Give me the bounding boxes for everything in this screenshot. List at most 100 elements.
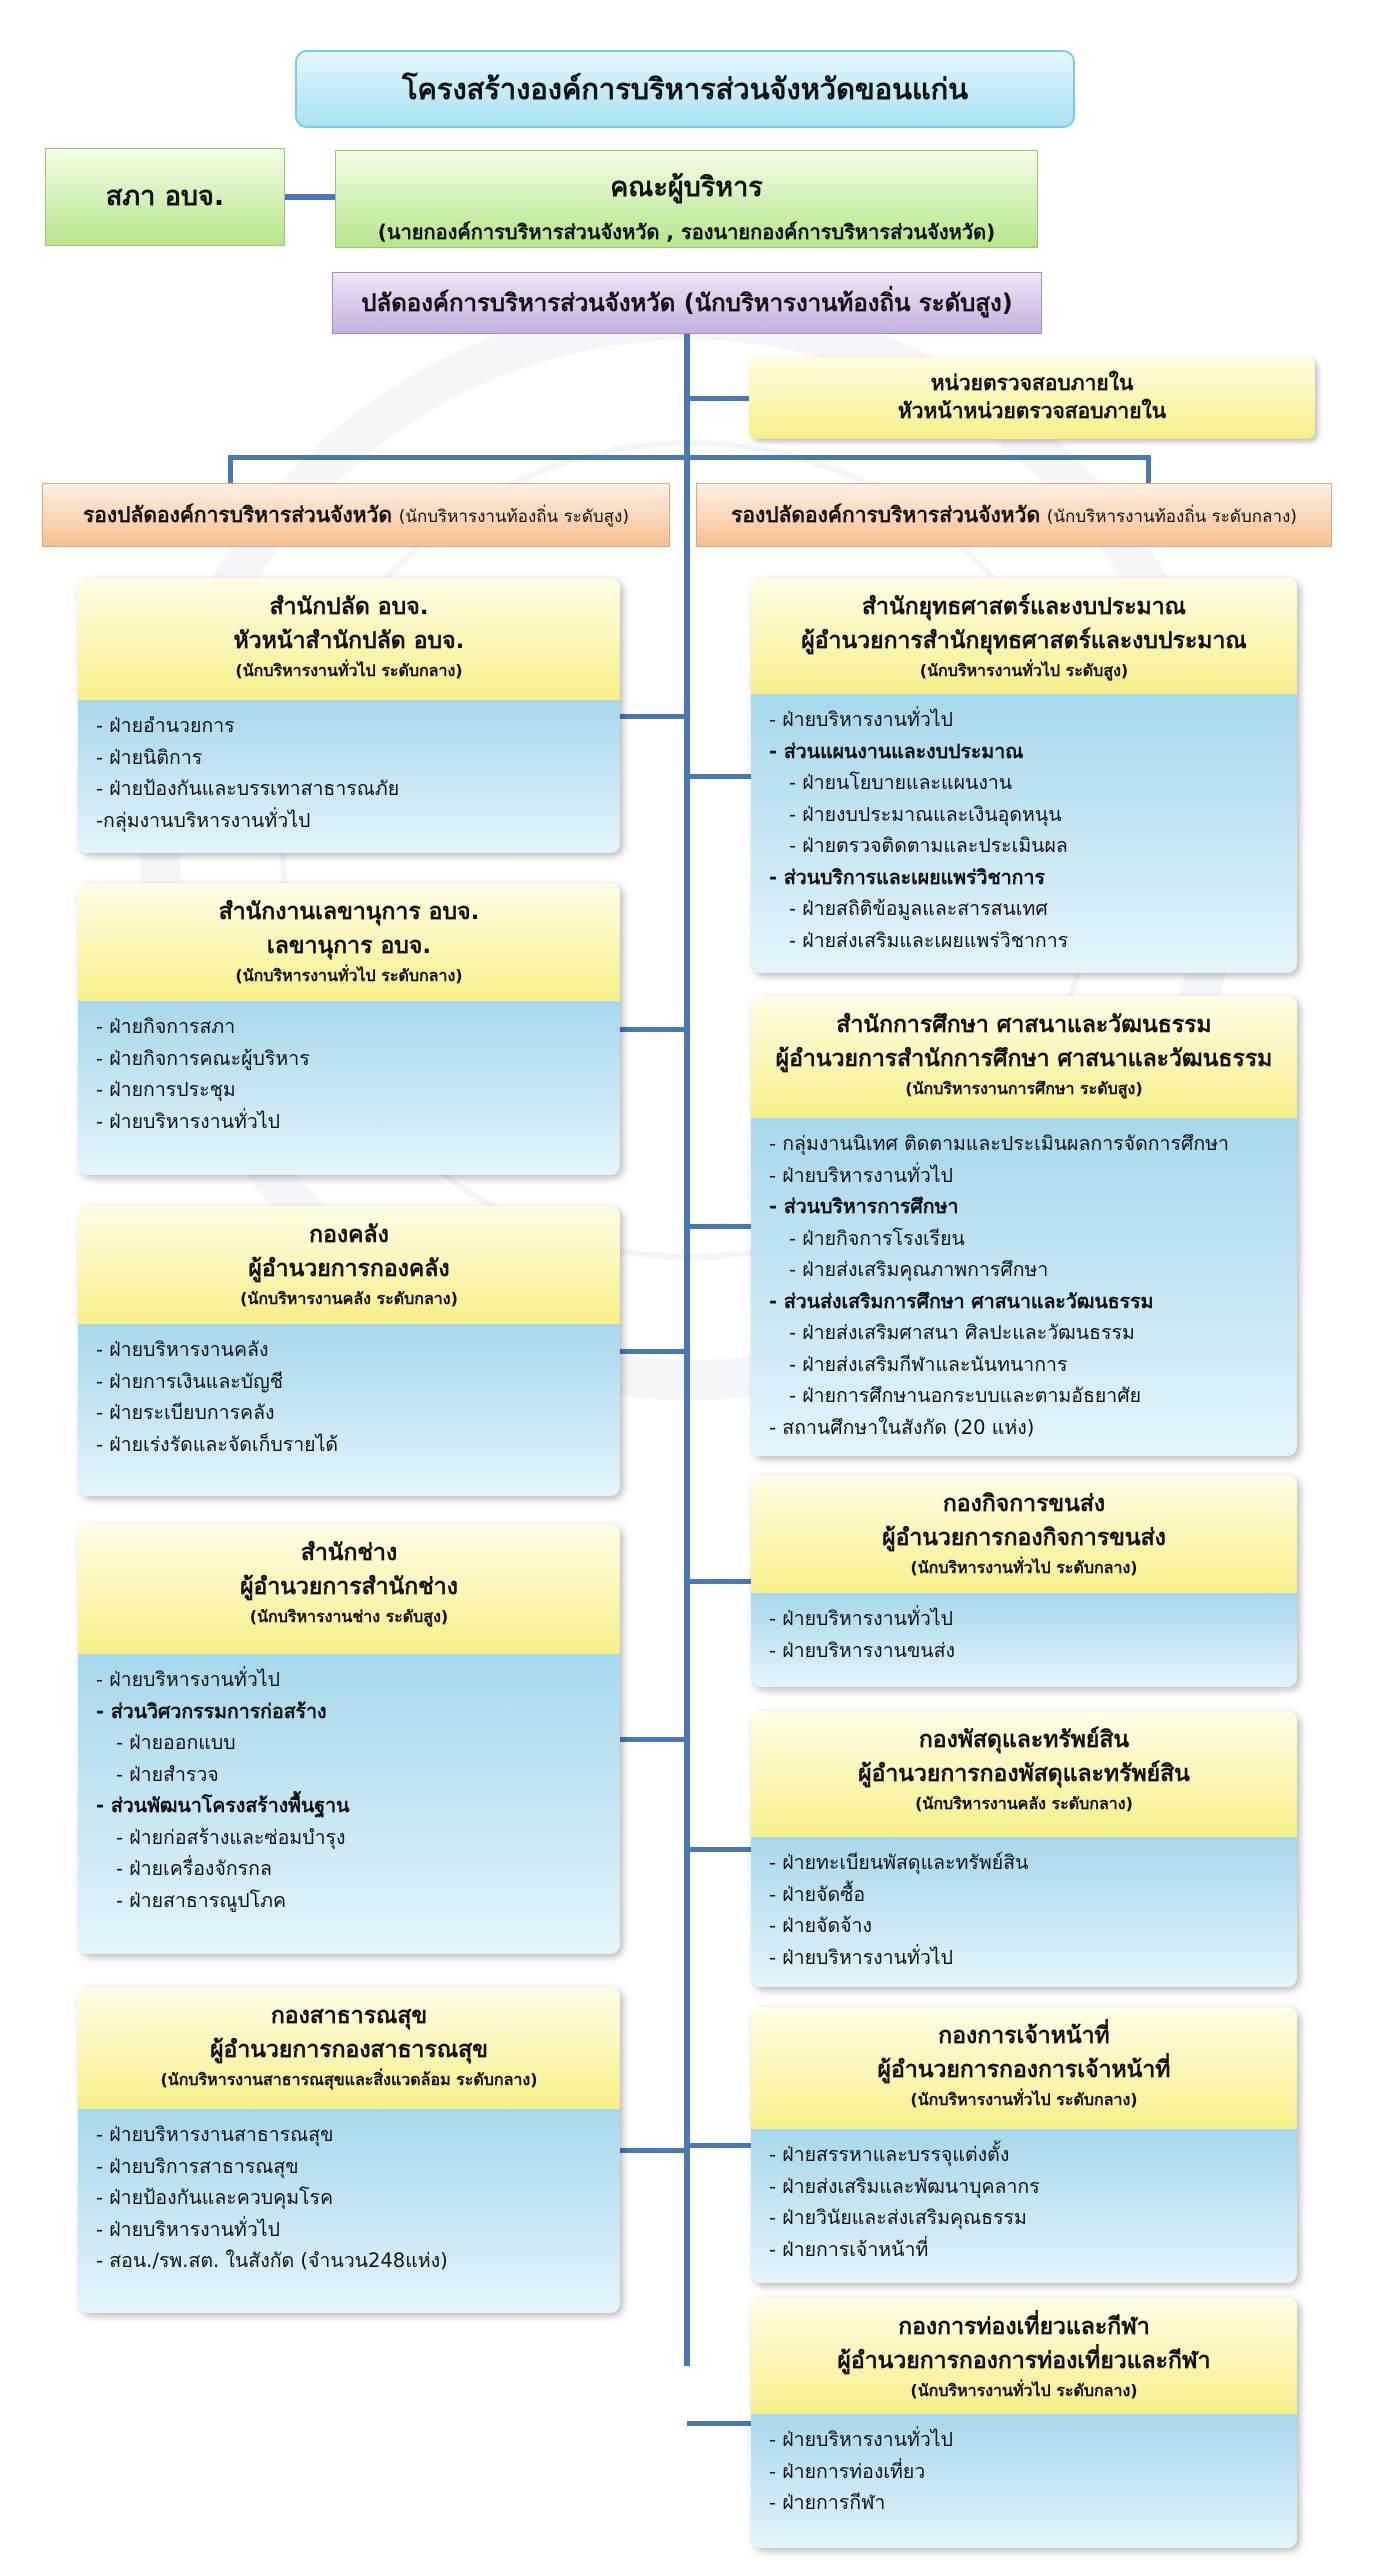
department-card: กองคลังผู้อำนวยการกองคลัง (นักบริหารงานคล… — [78, 1206, 620, 1496]
department-card: กองการท่องเที่ยวและกีฬาผู้อำนวยการกองการ… — [751, 2298, 1297, 2548]
department-name: สำนักการศึกษา ศาสนาและวัฒนธรรม — [836, 1012, 1212, 1038]
department-sections: - ฝ่ายสรรหาและบรรจุแต่งตั้ง- ฝ่ายส่งเสริ… — [751, 2129, 1297, 2283]
unit-item: - ฝ่ายส่งเสริมและพัฒนาบุคลากร — [769, 2174, 1040, 2198]
department-sections: - ฝ่ายทะเบียนพัสดุและทรัพย์สิน - ฝ่ายจัดซ… — [751, 1837, 1297, 1987]
unit-item: - ฝ่ายการเงินและบัญชี — [96, 1369, 284, 1393]
unit-item: - สถานศึกษาในสังกัด (20 แห่ง) — [769, 1415, 1035, 1439]
unit-item: - ฝ่ายเร่งรัดและจัดเก็บรายได้ — [96, 1432, 339, 1456]
section-item: - ส่วนส่งเสริมการศึกษา ศาสนาและวัฒนธรรม — [769, 1289, 1154, 1313]
department-header: กองการเจ้าหน้าที่ผู้อำนวยการกองการเจ้าหน… — [751, 2007, 1297, 2129]
department-card: สำนักงานเลขานุการ อบจ.เลขานุการ อบจ.(นัก… — [78, 883, 620, 1175]
department-name: สำนักปลัด อบจ. — [269, 594, 429, 620]
unit-item: - ฝ่ายทะเบียนพัสดุและทรัพย์สิน — [769, 1851, 1029, 1874]
council-box: สภา อบจ. — [45, 148, 285, 246]
unit-item: - ฝ่ายบริหารงานทั่วไป — [96, 2217, 280, 2241]
department-level: (นักบริหารงานทั่วไป ระดับกลาง) — [910, 1558, 1138, 1577]
department-header: กองกิจการขนส่งผู้อำนวยการกองกิจการขนส่ง(… — [751, 1475, 1297, 1593]
unit-item: - ฝ่ายกิจการคณะผู้บริหาร — [96, 1046, 310, 1070]
department-card: สำนักยุทธศาสตร์และงบประมาณผู้อำนวยการสำน… — [751, 578, 1297, 973]
deputy-level: (นักบริหารงานท้องถิ่น ระดับกลาง) — [1046, 507, 1297, 527]
connector-branch-right — [687, 774, 751, 779]
unit-item: - ฝ่ายการกีฬา — [769, 2491, 886, 2514]
unit-item: - ฝ่ายจัดซื้อ — [769, 1882, 866, 1906]
deputy-title: รองปลัดองค์การบริหารส่วนจังหวัด — [731, 503, 1041, 527]
connector-branch-right — [687, 2143, 751, 2148]
department-card: กองการเจ้าหน้าที่ผู้อำนวยการกองการเจ้าหน… — [751, 2007, 1297, 2283]
unit-item: - ฝ่ายนิติการ — [96, 745, 203, 769]
department-card: กองกิจการขนส่งผู้อำนวยการกองกิจการขนส่ง(… — [751, 1475, 1297, 1687]
department-header: กองสาธารณสุขผู้อำนวยการกองสาธารณสุข(นักบ… — [78, 1987, 620, 2109]
department-head-title: ผู้อำนวยการกองการเจ้าหน้าที่ — [877, 2057, 1171, 2083]
department-header: สำนักปลัด อบจ. หัวหน้าสำนักปลัด อบจ. (นักบ… — [78, 578, 620, 700]
unit-item: - ฝ่ายกิจการโรงเรียน — [789, 1226, 965, 1250]
executive-title: คณะผู้บริหาร — [610, 172, 763, 203]
unit-item: - ฝ่ายจัดจ้าง — [769, 1914, 873, 1937]
section-item: - ส่วนแผนงานและงบประมาณ — [769, 739, 1024, 763]
department-sections: - กลุ่มงานนิเทศ ติดตามและประเมินผลการจัด… — [751, 1118, 1297, 1456]
unit-item: - ฝ่ายบริหารงานทั่วไป — [769, 1163, 953, 1187]
department-card: กองพัสดุและทรัพย์สินผู้อำนวยการกองพัสดุแ… — [751, 1711, 1297, 1987]
department-header: สำนักยุทธศาสตร์และงบประมาณผู้อำนวยการสำน… — [751, 578, 1297, 694]
clerk-box: ปลัดองค์การบริหารส่วนจังหวัด (นักบริหารง… — [332, 272, 1042, 334]
department-level: (นักบริหารงานทั่วไป ระดับกลาง) — [235, 966, 463, 985]
department-level: (นักบริหารงานช่าง ระดับสูง) — [249, 1607, 449, 1626]
section-item: - ส่วนวิศวกรรมการก่อสร้าง — [96, 1699, 327, 1723]
unit-item: - ฝ่ายบริหารงานทั่วไป — [96, 1109, 280, 1133]
department-head-title: ผู้อำนวยการกองคลัง — [248, 1256, 450, 1282]
unit-item: - กลุ่มงานนิเทศ ติดตามและประเมินผลการจัด… — [769, 1132, 1229, 1155]
unit-item: - ฝ่ายนโยบายและแผนงาน — [789, 771, 1013, 794]
department-level: (นักบริหารงานการศึกษา ระดับสูง) — [905, 1079, 1143, 1098]
department-head-title: ผู้อำนวยการสำนักการศึกษา ศาสนาและวัฒนธรร… — [775, 1046, 1273, 1072]
department-name: กองสาธารณสุข — [270, 2003, 428, 2029]
department-name: กองการเจ้าหน้าที่ — [938, 2023, 1110, 2049]
unit-item: - ฝ่ายส่งเสริมกีฬาและนันทนาการ — [789, 1352, 1068, 1376]
department-sections: - ฝ่ายบริหารงานสาธารณสุข- ฝ่ายบริการสาธา… — [78, 2109, 620, 2313]
audit-line2: หัวหน้าหน่วยตรวจสอบภายใน — [897, 399, 1167, 423]
executive-box: คณะผู้บริหาร (นายกองค์การบริหารส่วนจังหว… — [335, 150, 1038, 248]
connector-branch-right — [687, 2421, 751, 2426]
unit-item: - ฝ่ายบริหารงานทั่วไป — [769, 1945, 953, 1969]
unit-item: - ฝ่ายบริหารงานขนส่ง — [769, 1638, 956, 1662]
department-sections: - ฝ่ายบริหารงานทั่วไป- ฝ่ายการท่องเที่ยว… — [751, 2414, 1297, 2548]
unit-item: - ฝ่ายบริหารงานสาธารณสุข — [96, 2123, 334, 2146]
connector-deputy-right — [1146, 455, 1151, 483]
department-level: (นักบริหารงานทั่วไป ระดับสูง) — [919, 661, 1129, 680]
department-header: กองการท่องเที่ยวและกีฬาผู้อำนวยการกองการ… — [751, 2298, 1297, 2414]
department-sections: - ฝ่ายบริหารงานทั่วไป- ฝ่ายบริหารงานขนส่… — [751, 1593, 1297, 1687]
executive-subtitle: (นายกองค์การบริหารส่วนจังหวัด , รองนายกอ… — [377, 220, 996, 244]
department-header: กองคลังผู้อำนวยการกองคลัง (นักบริหารงานคล… — [78, 1206, 620, 1324]
connector-deputies — [228, 455, 1151, 460]
unit-item: - ฝ่ายบริหารงานทั่วไป — [769, 2428, 953, 2451]
department-head-title: หัวหน้าสำนักปลัด อบจ. — [233, 628, 465, 654]
unit-item: - ฝ่ายสถิติข้อมูลและสารสนเทศ — [789, 897, 1048, 920]
section-item: - ส่วนบริหารการศึกษา — [769, 1195, 959, 1218]
department-level: (นักบริหารงานทั่วไป ระดับกลาง) — [235, 661, 463, 680]
department-name: กองคลัง — [309, 1222, 389, 1248]
unit-item: - ฝ่ายป้องกันและควบคุมโรค — [96, 2186, 334, 2209]
department-head-title: ผู้อำนวยการสำนักยุทธศาสตร์และงบประมาณ — [801, 628, 1247, 654]
connector-branch-right — [687, 1224, 751, 1229]
connector-audit — [687, 396, 749, 401]
department-level: (นักบริหารงานคลัง ระดับกลาง) — [915, 1794, 1133, 1813]
section-item: - ส่วนบริการและเผยแพร่วิชาการ — [769, 865, 1045, 889]
connector-branch-left — [620, 714, 687, 719]
department-header: สำนักช่างผู้อำนวยการสำนักช่าง(นักบริหารง… — [78, 1524, 620, 1654]
department-sections: - ฝ่ายกิจการสภา- ฝ่ายกิจการคณะผู้บริหาร-… — [78, 1001, 620, 1175]
unit-item: - ฝ่ายบริหารงานทั่วไป — [96, 1668, 280, 1691]
unit-item: -กลุ่มงานบริหารงานทั่วไป — [96, 808, 311, 832]
department-head-title: ผู้อำนวยการกองพัสดุและทรัพย์สิน — [858, 1761, 1190, 1787]
department-header: สำนักการศึกษา ศาสนาและวัฒนธรรมผู้อำนวยกา… — [751, 996, 1297, 1118]
department-head-title: ผู้อำนวยการกองสาธารณสุข — [210, 2037, 488, 2063]
unit-item: - ฝ่ายเครื่องจักรกล — [116, 1857, 272, 1880]
connector-branch-left — [620, 1349, 687, 1354]
audit-box: หน่วยตรวจสอบภายใน หัวหน้าหน่วยตรวจสอบภาย… — [749, 357, 1315, 439]
unit-item: - ฝ่ายบริหารงานคลัง — [96, 1338, 269, 1361]
department-card: กองสาธารณสุขผู้อำนวยการกองสาธารณสุข(นักบ… — [78, 1987, 620, 2313]
department-level: (นักบริหารงานคลัง ระดับกลาง) — [240, 1289, 458, 1308]
chart-title: โครงสร้างองค์การบริหารส่วนจังหวัดขอนแก่น — [295, 50, 1075, 128]
department-name: กองกิจการขนส่ง — [942, 1491, 1106, 1517]
department-sections: - ฝ่ายอำนวยการ- ฝ่ายนิติการ- ฝ่ายป้องกัน… — [78, 700, 620, 853]
deputy-level: (นักบริหารงานท้องถิ่น ระดับสูง) — [398, 507, 629, 527]
unit-item: - ฝ่ายป้องกันและบรรเทาสาธารณภัย — [96, 777, 400, 800]
unit-item: - ฝ่ายส่งเสริมและเผยแพร่วิชาการ — [789, 928, 1069, 952]
